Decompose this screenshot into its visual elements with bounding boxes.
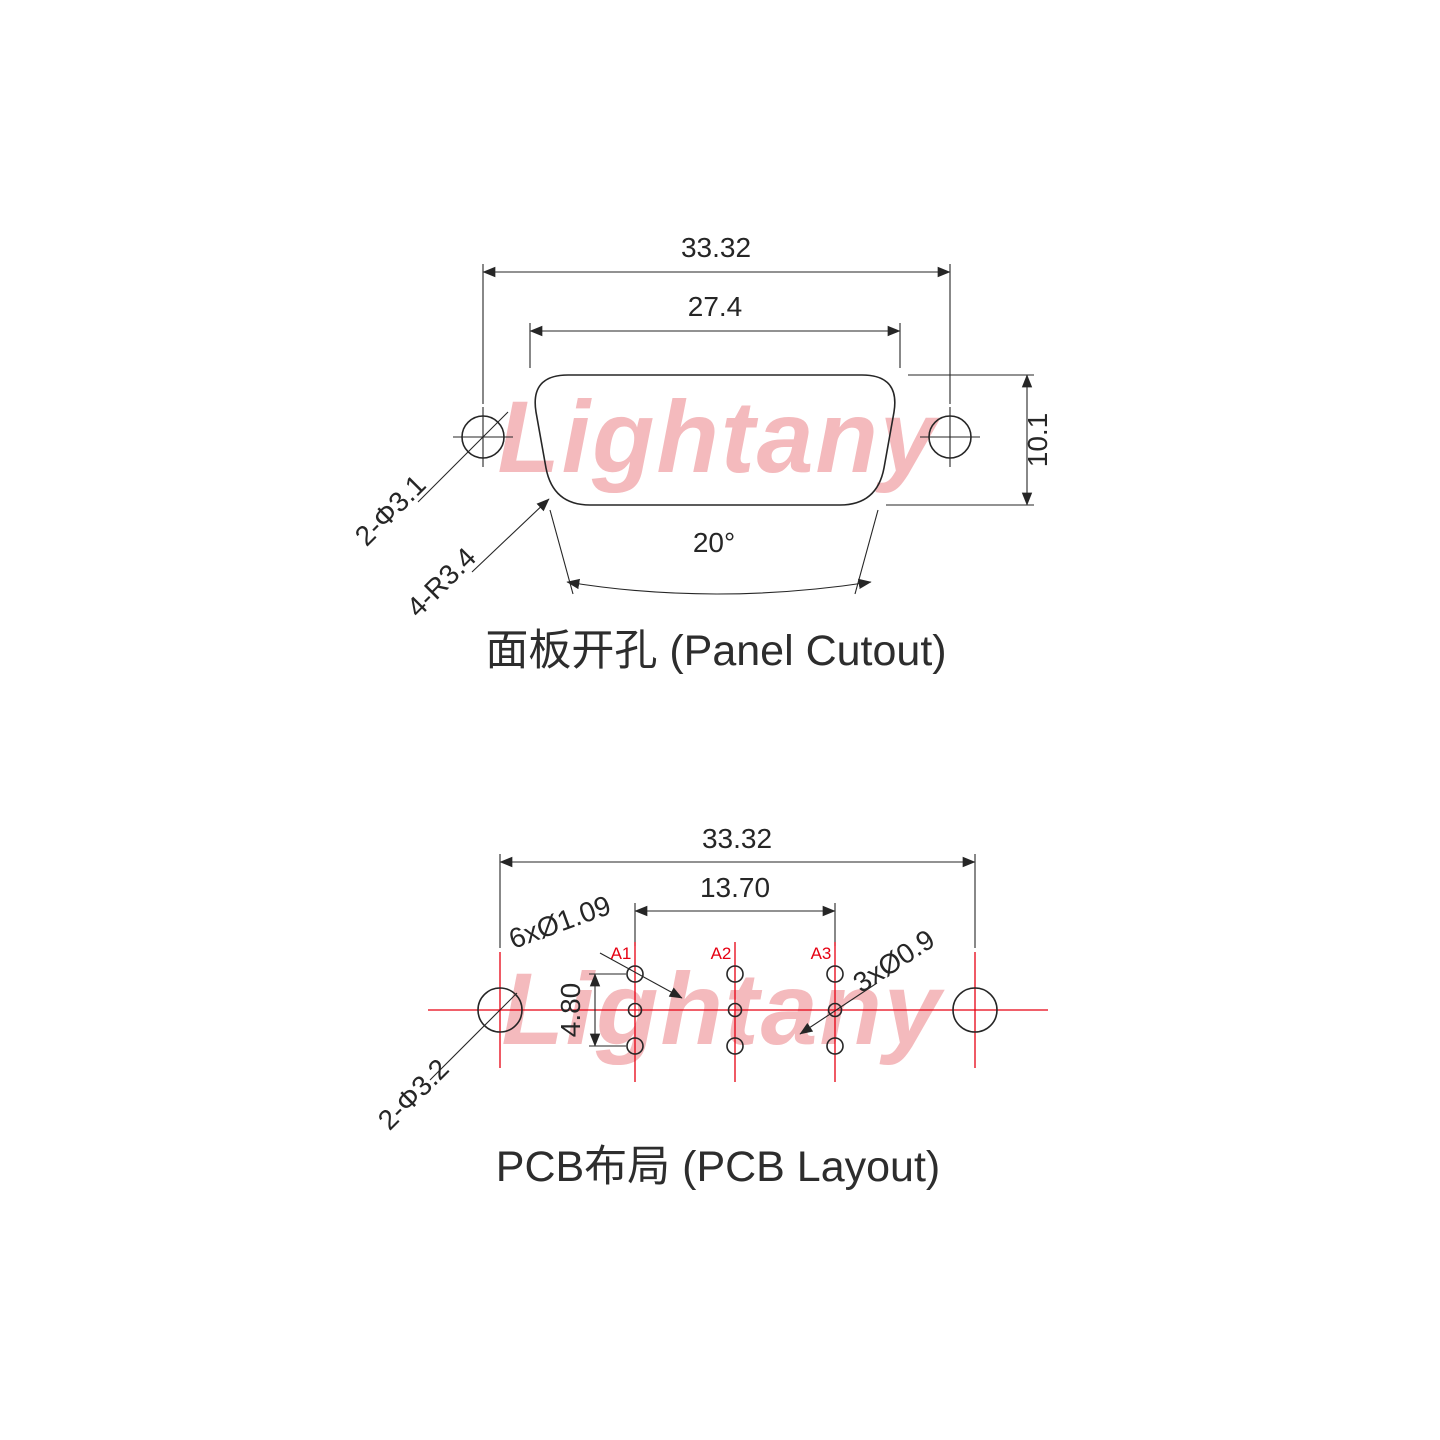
pin-hole (827, 1002, 843, 1018)
pin-hole (826, 1037, 844, 1055)
leader-line (471, 498, 550, 573)
extension-line (549, 509, 574, 595)
watermark-text: Lightany (498, 380, 941, 494)
dim-overall-width-top: 33.32 (681, 232, 751, 263)
leader-line (417, 411, 509, 503)
leader-line (599, 952, 683, 999)
pad-label-a3: A3 (811, 944, 832, 963)
watermark-layer: Lightany Lightany (498, 380, 945, 1066)
label-mounting-holes-pcb: 2-Φ3.2 (372, 1053, 455, 1136)
pin-hole (726, 1037, 744, 1055)
label-corner-radius: 4-R3.4 (401, 542, 482, 623)
dim-row-pitch: 4.80 (555, 983, 586, 1038)
pin-hole (626, 1037, 644, 1055)
pin-hole (626, 965, 644, 983)
pin-hole (627, 1002, 643, 1018)
label-signal-holes: 6xØ1.09 (505, 889, 615, 954)
dim-side-angle: 20° (693, 527, 735, 558)
pad-label-a1: A1 (611, 944, 632, 963)
leader-line (799, 982, 878, 1035)
pin-hole (826, 965, 844, 983)
panel-cutout-title: 面板开孔 (Panel Cutout) (485, 627, 946, 675)
dim-height: 10.1 (1022, 413, 1053, 468)
dim-overall-width-bottom: 33.32 (702, 823, 772, 854)
label-mounting-holes-panel: 2-Φ3.1 (349, 469, 432, 552)
dsub-cutout-outline (534, 374, 896, 506)
pad-label-a2: A2 (711, 944, 732, 963)
leader-line (429, 992, 518, 1081)
extension-line (854, 509, 879, 595)
dim-cutout-width: 27.4 (688, 291, 743, 322)
pin-hole (726, 965, 744, 983)
pcb-layout-title: PCB布局 (PCB Layout) (496, 1143, 940, 1191)
pin-hole (727, 1002, 743, 1018)
pcb-mounting-hole-left (477, 987, 523, 1033)
dim-coax-span: 13.70 (700, 872, 770, 903)
watermark-text: Lightany (502, 952, 945, 1066)
pcb-mounting-hole-right (952, 987, 998, 1033)
angle-dimension-arc (566, 578, 872, 595)
